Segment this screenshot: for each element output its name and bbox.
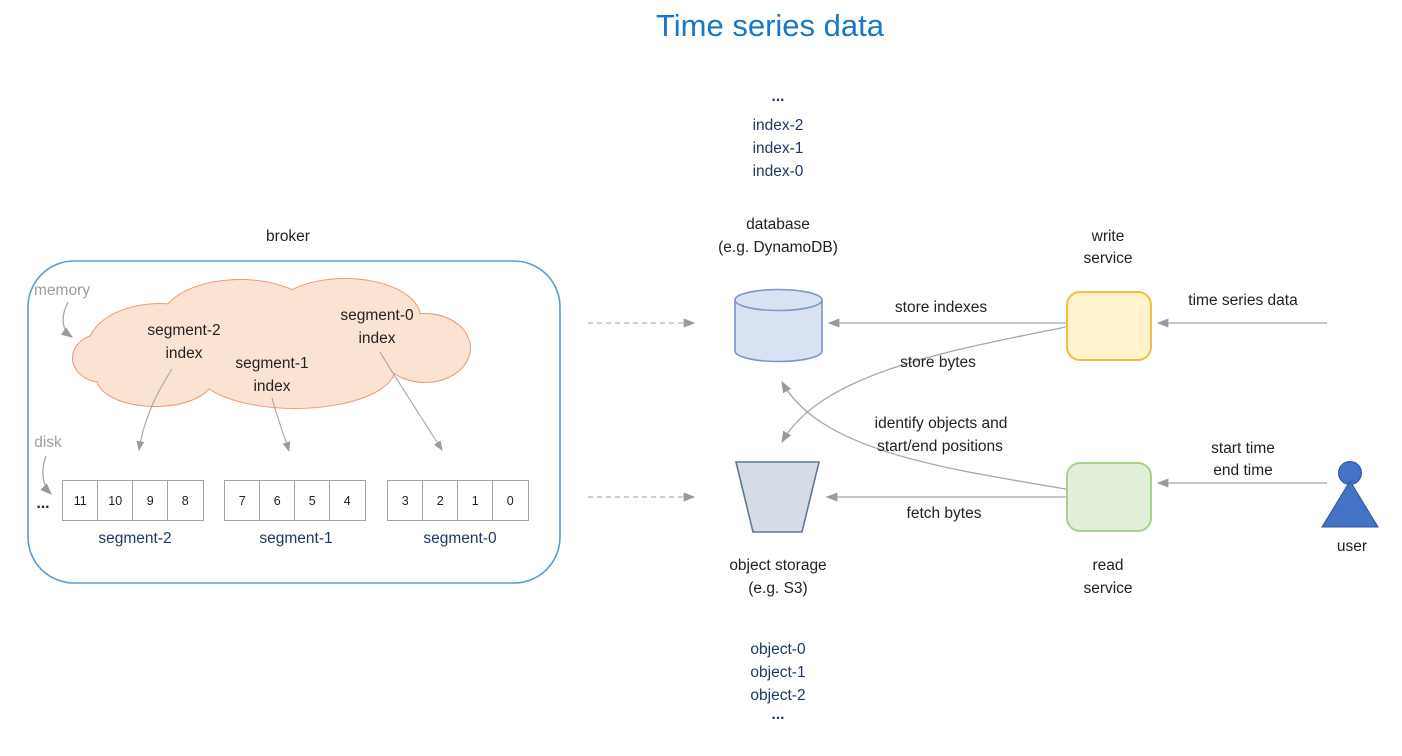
end-time-label: end time <box>1213 462 1273 480</box>
read-service-label-line1: read <box>1092 557 1124 575</box>
object-2-label: object-2 <box>750 687 806 705</box>
memory-pointer-arrow <box>60 301 74 338</box>
write-service-box <box>1066 291 1152 361</box>
store-bytes-arrow <box>781 326 1067 444</box>
object-storage-trapezoid <box>734 461 821 533</box>
object-storage-name-line2: (e.g. S3) <box>748 580 808 598</box>
object-storage-name-line1: object storage <box>729 557 827 575</box>
read-service-label-line2: service <box>1083 580 1133 598</box>
segment1-cells: 7 6 5 4 <box>224 480 366 521</box>
disk-ellipsis: ... <box>36 495 50 513</box>
disk-cell: 2 <box>422 480 459 521</box>
store-bytes-label: store bytes <box>900 354 976 372</box>
read-service-box <box>1066 462 1152 532</box>
segment2-label: segment-2 <box>98 530 172 548</box>
disk-cell: 11 <box>62 480 99 521</box>
fetch-bytes-label: fetch bytes <box>906 505 982 523</box>
store-indexes-label: store indexes <box>894 299 988 317</box>
cloud-segment0-index-line1: segment-0 <box>340 307 414 325</box>
cloud-segment1-index-line2: index <box>253 378 291 396</box>
disk-cell: 6 <box>259 480 296 521</box>
index-1-label: index-1 <box>752 140 804 158</box>
memory-cloud <box>72 278 471 409</box>
disk-cell: 1 <box>457 480 494 521</box>
segment1-index-to-disk-arrow <box>271 397 291 453</box>
cloud-segment2-index-line1: segment-2 <box>147 322 221 340</box>
cloud-segment1-index-line1: segment-1 <box>235 355 309 373</box>
identify-objects-label-line2: start/end positions <box>877 438 1003 456</box>
identify-objects-arrow <box>781 380 1067 490</box>
time-series-data-label: time series data <box>1188 292 1298 310</box>
disk-cell: 10 <box>97 480 134 521</box>
cloud-segment0-index-line2: index <box>358 330 396 348</box>
index-2-label: index-2 <box>752 117 804 135</box>
object-0-label: object-0 <box>750 641 806 659</box>
segment0-index-to-disk-arrow <box>379 351 443 451</box>
segment2-index-to-disk-arrow <box>136 368 173 452</box>
segment0-label: segment-0 <box>423 530 497 548</box>
write-service-label-line2: service <box>1083 250 1133 268</box>
page-title: Time series data <box>656 8 884 44</box>
memory-label: memory <box>34 282 90 300</box>
object-1-label: object-1 <box>750 664 806 682</box>
disk-cell: 3 <box>387 480 424 521</box>
database-name-line1: database <box>746 216 810 234</box>
write-service-label-line1: write <box>1091 228 1125 246</box>
disk-cell: 0 <box>492 480 529 521</box>
user-icon <box>1321 461 1379 528</box>
broker-label: broker <box>266 228 310 246</box>
cloud-segment2-index-line2: index <box>165 345 203 363</box>
object-stack-ellipsis: ... <box>771 706 785 724</box>
database-name-line2: (e.g. DynamoDB) <box>718 239 838 257</box>
segment1-label: segment-1 <box>259 530 333 548</box>
start-time-label: start time <box>1211 440 1275 458</box>
disk-cell: 5 <box>294 480 331 521</box>
disk-pointer-arrow <box>40 455 52 495</box>
identify-objects-label-line1: identify objects and <box>874 415 1008 433</box>
disk-cell: 9 <box>132 480 169 521</box>
disk-cell: 4 <box>329 480 366 521</box>
database-cylinder <box>734 288 823 363</box>
disk-label: disk <box>34 434 62 452</box>
segment0-cells: 3 2 1 0 <box>387 480 529 521</box>
disk-cell: 8 <box>167 480 204 521</box>
user-label: user <box>1336 538 1368 556</box>
index-0-label: index-0 <box>752 163 804 181</box>
disk-cell: 7 <box>224 480 261 521</box>
index-stack-ellipsis: ... <box>771 88 785 106</box>
segment2-cells: 11 10 9 8 <box>62 480 204 521</box>
